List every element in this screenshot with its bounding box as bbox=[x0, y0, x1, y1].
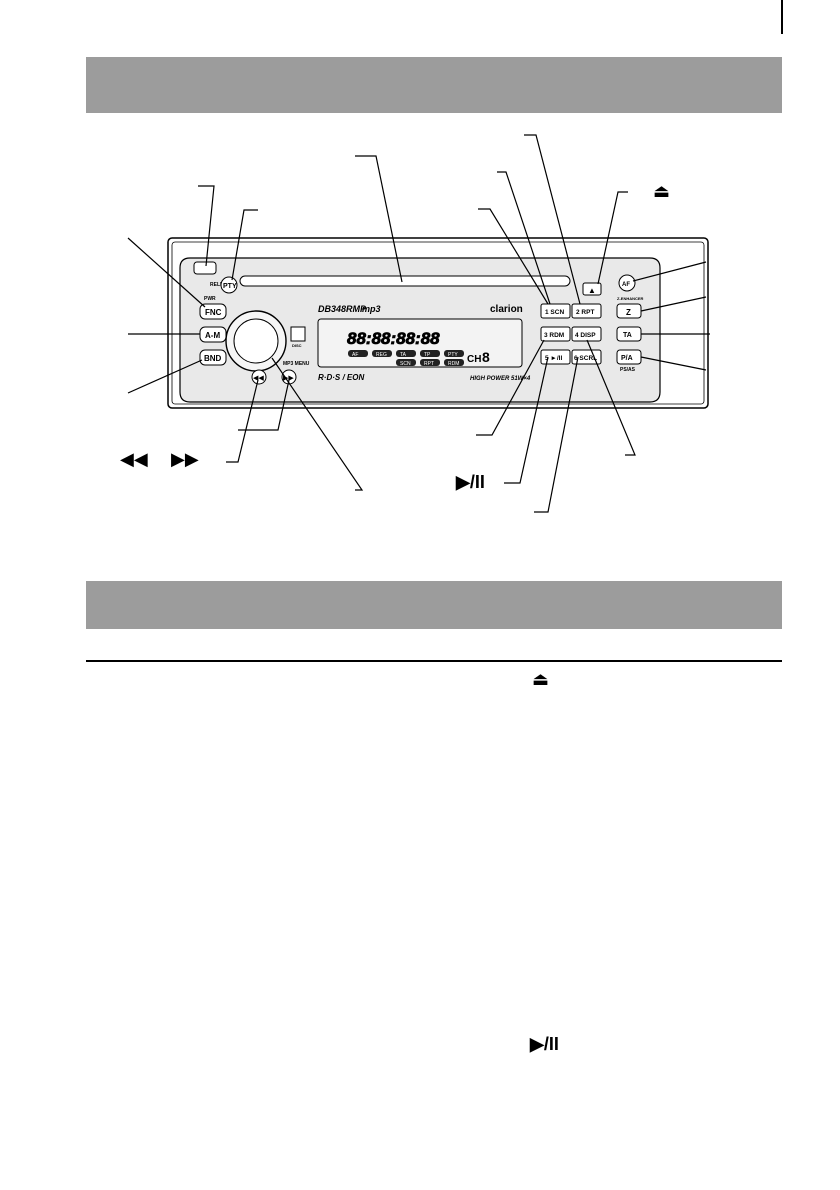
af-label: AF bbox=[622, 282, 630, 288]
lcd-indicator-pill bbox=[420, 359, 440, 366]
rds-logo: R·D·S / EON bbox=[318, 373, 364, 382]
seek-forward-icon: ▶▶ bbox=[283, 375, 294, 382]
lcd-indicator-pill bbox=[444, 350, 464, 357]
lcd-indicator-row: AF REG TA TP PTY SCN RPT RDM bbox=[348, 350, 464, 367]
head-unit-diagram: RELEASE PTY PWR FNC A-M BND ◀◀ ▶▶ MP3 ME… bbox=[127, 134, 710, 513]
preset-2-label: 2 RPT bbox=[576, 309, 594, 316]
fnc-label: FNC bbox=[205, 308, 222, 317]
model-mp3-label: mp3 bbox=[362, 304, 381, 314]
preset-1-label: 1 SCN bbox=[545, 309, 564, 316]
disc-logo bbox=[290, 326, 306, 342]
release-button[interactable] bbox=[193, 261, 217, 275]
mp3-menu-label: MP3 MENU bbox=[283, 361, 310, 367]
play-pause-icon-text: ▶/II bbox=[530, 1034, 559, 1054]
power-label: HIGH POWER 51W×4 bbox=[470, 376, 531, 382]
eject-icon: ⏏ bbox=[653, 181, 671, 201]
preset-4-button[interactable] bbox=[571, 326, 602, 342]
preset-1-button[interactable] bbox=[540, 303, 571, 319]
lcd-indicator-ta: TA bbox=[400, 352, 407, 358]
preset-4-label: 4 DISP bbox=[575, 332, 596, 339]
preset-3-button[interactable] bbox=[540, 326, 571, 342]
seek-forward-button[interactable] bbox=[281, 369, 297, 385]
z-label: Z bbox=[626, 308, 631, 317]
preset-5-button[interactable] bbox=[540, 349, 571, 365]
eject-button-icon: ▲ bbox=[588, 286, 596, 295]
pty-label: PTY bbox=[223, 283, 237, 290]
lcd-indicator-rpt: RPT bbox=[424, 361, 434, 367]
lcd-indicator-pill bbox=[348, 350, 368, 357]
lcd-ch: CH bbox=[467, 354, 481, 365]
disc-logo-label: DISC bbox=[292, 343, 302, 348]
lcd-indicator-reg: REG bbox=[376, 352, 387, 358]
top-right-rule bbox=[781, 0, 783, 34]
fnc-button[interactable] bbox=[199, 303, 227, 320]
bnd-button[interactable] bbox=[199, 349, 227, 366]
preset-5-label: 5 ►/II bbox=[545, 355, 562, 362]
ps-as-label: PS/AS bbox=[620, 367, 636, 373]
ta-label: TA bbox=[623, 332, 632, 339]
seek-forward-icon-label: ▶▶ bbox=[171, 449, 199, 469]
lcd-indicator-af: AF bbox=[352, 352, 358, 358]
lcd-ch-digit: 8 bbox=[482, 349, 490, 365]
section-header-band-1 bbox=[86, 57, 782, 113]
play-pause-icon: ▶/II bbox=[456, 472, 485, 492]
seek-back-button[interactable] bbox=[251, 369, 267, 385]
brand-label: clarion bbox=[490, 304, 523, 315]
preset-3-label: 3 RDM bbox=[544, 332, 564, 339]
section-rule bbox=[86, 660, 782, 662]
seek-back-icon: ◀◀ bbox=[253, 375, 264, 382]
preset-6-button[interactable] bbox=[571, 349, 602, 365]
unit-chassis-inner bbox=[171, 241, 705, 405]
section-header-band-2 bbox=[86, 581, 782, 629]
preset-2-button[interactable] bbox=[571, 303, 602, 319]
lcd-indicator-pill bbox=[444, 359, 464, 366]
leader-lines bbox=[127, 134, 710, 513]
eject-button[interactable] bbox=[582, 282, 602, 296]
lcd-indicator-pill bbox=[396, 350, 416, 357]
seek-back-icon-label: ◀◀ bbox=[120, 449, 148, 469]
preset-buttons: 1 SCN 2 RPT 3 RDM 4 DISP 5 ►/II 6 SCRL bbox=[540, 303, 602, 365]
p-a-label: P/A bbox=[621, 355, 633, 362]
lcd-indicator-scn: SCN bbox=[400, 361, 411, 367]
volume-knob-inner bbox=[233, 318, 279, 364]
a-m-label: A-M bbox=[205, 331, 220, 340]
eject-icon-text: ⏏ bbox=[532, 669, 550, 689]
pwr-label: PWR bbox=[204, 296, 216, 302]
lcd-indicator-rdm: RDM bbox=[448, 361, 459, 367]
lcd-digits: 88:88:88:88 bbox=[347, 329, 440, 348]
preset-6-label: 6 SCRL bbox=[574, 355, 597, 362]
lcd-indicator-pill bbox=[372, 350, 392, 357]
lcd-indicator-pill bbox=[396, 359, 416, 366]
pty-button[interactable] bbox=[220, 276, 238, 294]
lcd-indicator-pill bbox=[420, 350, 440, 357]
z-enhancer-label: Z-ENHANCER bbox=[617, 296, 644, 301]
af-button[interactable] bbox=[618, 274, 636, 292]
cd-slot bbox=[239, 275, 571, 287]
lcd-indicator-tp: TP bbox=[424, 352, 431, 358]
bnd-label: BND bbox=[204, 354, 222, 363]
model-label: DB348RMP bbox=[318, 304, 367, 314]
lcd-display bbox=[317, 318, 523, 368]
lcd-indicator-pty: PTY bbox=[448, 352, 458, 358]
